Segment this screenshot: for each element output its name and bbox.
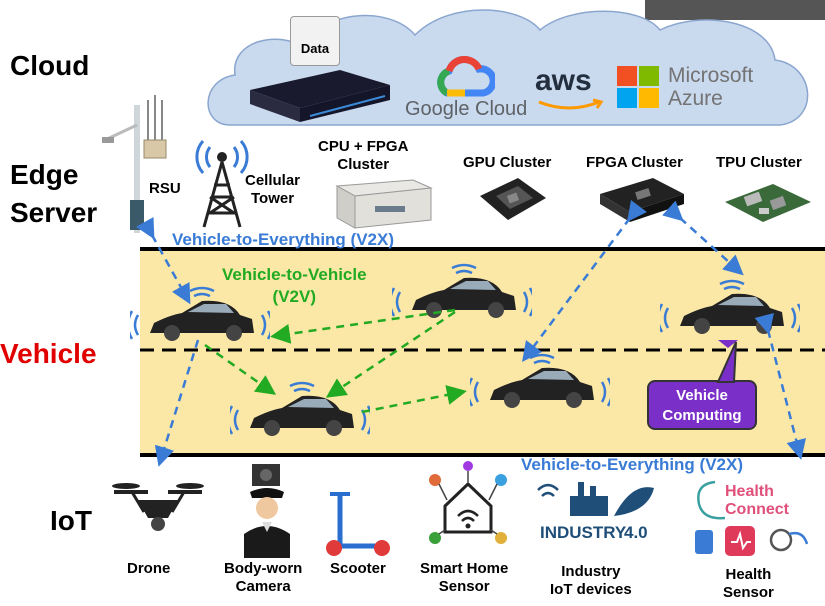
google-cloud-label: Google Cloud: [405, 98, 528, 120]
cpu-fpga-cluster-label-line2: Cluster: [337, 156, 390, 173]
car-4: [470, 353, 610, 408]
tpu-cluster-label: TPU Cluster: [716, 154, 802, 171]
industry-4-logo-icon: INDUSTRY 4.0: [537, 482, 654, 542]
cpu-fpga-cluster-label: CPU + FPGA Cluster: [318, 138, 408, 174]
scooter-icon: [326, 492, 390, 556]
aws-smile-icon: [538, 98, 604, 110]
tier-label-cloud: Cloud: [10, 50, 90, 81]
v2v-label: Vehicle-to-Vehicle (V2V): [222, 264, 367, 308]
tpu-board-icon: [725, 184, 811, 222]
industry-iot-label-line2: IoT devices: [550, 581, 632, 598]
cellular-tower-icon: [195, 140, 249, 228]
data-file-icon: Data: [290, 16, 340, 66]
smart-home-sensor-label: Smart Home Sensor: [420, 560, 508, 596]
google-cloud-logo-icon: [437, 56, 495, 97]
health-connect-logo-icon: Health Connect: [695, 480, 809, 556]
body-worn-camera-icon: [244, 464, 290, 558]
smart-home-sensor-label-line1: Smart Home: [420, 560, 509, 577]
smart-home-sensor-label-line2: Sensor: [438, 578, 490, 595]
cpu-fpga-cluster-label-line1: CPU + FPGA: [318, 138, 409, 155]
body-worn-camera-label-line1: Body-worn: [224, 560, 303, 577]
cellular-tower-label-line2: Tower: [250, 190, 295, 207]
microsoft-logo-icon: [617, 66, 659, 108]
vehicle-computing-line2: Computing: [662, 407, 742, 424]
vehicle-computing-line1: Vehicle: [676, 387, 728, 404]
tier-label-edge: Edge Server: [10, 156, 97, 232]
gpu-cluster-label: GPU Cluster: [463, 154, 552, 171]
industry-logo-text-1: INDUSTRY: [540, 523, 627, 542]
v2x-top-label: Vehicle-to-Everything (V2X): [172, 230, 394, 249]
drone-label: Drone: [127, 560, 171, 577]
health-logo-text-2: Connect: [725, 501, 790, 518]
gpu-board-icon: [480, 178, 546, 220]
scooter-label: Scooter: [330, 560, 386, 577]
cellular-tower-label: Cellular Tower: [245, 172, 300, 208]
aws-label: aws: [535, 64, 592, 97]
tier-label-edge-line1: Edge: [10, 159, 79, 190]
azure-label: Azure: [668, 87, 723, 110]
v2v-label-line2: (V2V): [272, 287, 317, 306]
smart-home-sensor-icon: [429, 461, 507, 544]
corner-photo: [645, 0, 825, 20]
health-sensor-label-line2: Sensor: [723, 584, 774, 601]
cellular-tower-label-line1: Cellular: [245, 172, 301, 189]
health-sensor-label: Health Sensor: [723, 566, 774, 602]
microsoft-label: Microsoft: [668, 64, 754, 87]
car-1: [130, 286, 270, 341]
tier-label-vehicle: Vehicle: [0, 338, 97, 369]
tier-label-edge-line2: Server: [10, 197, 98, 228]
rsu-label: RSU: [149, 180, 181, 197]
data-file-label: Data: [300, 41, 330, 56]
industry-iot-label: Industry IoT devices: [550, 563, 632, 599]
industry-logo-text-2: 4.0: [624, 523, 648, 542]
industry-iot-label-line1: Industry: [561, 563, 621, 580]
v2v-label-line1: Vehicle-to-Vehicle: [222, 265, 367, 284]
body-worn-camera-label: Body-worn Camera: [224, 560, 302, 596]
v2x-bottom-label: Vehicle-to-Everything (V2X): [521, 455, 743, 474]
body-worn-camera-label-line2: Camera: [235, 578, 291, 595]
drone-icon: [112, 483, 204, 531]
microsoft-azure-label: Microsoft Azure: [668, 64, 753, 110]
fpga-cluster-label: FPGA Cluster: [586, 154, 683, 171]
health-logo-text-1: Health: [725, 483, 774, 500]
vehicle-computing-callout: Vehicle Computing: [647, 380, 757, 430]
callout-pointer: [716, 341, 737, 383]
server-rack-icon: [250, 70, 390, 122]
tier-label-iot: IoT: [50, 505, 92, 536]
cpu-fpga-server-icon: [335, 179, 433, 229]
health-sensor-label-line1: Health: [725, 566, 772, 583]
lane-divider: [140, 348, 825, 352]
car-5: [230, 381, 370, 436]
